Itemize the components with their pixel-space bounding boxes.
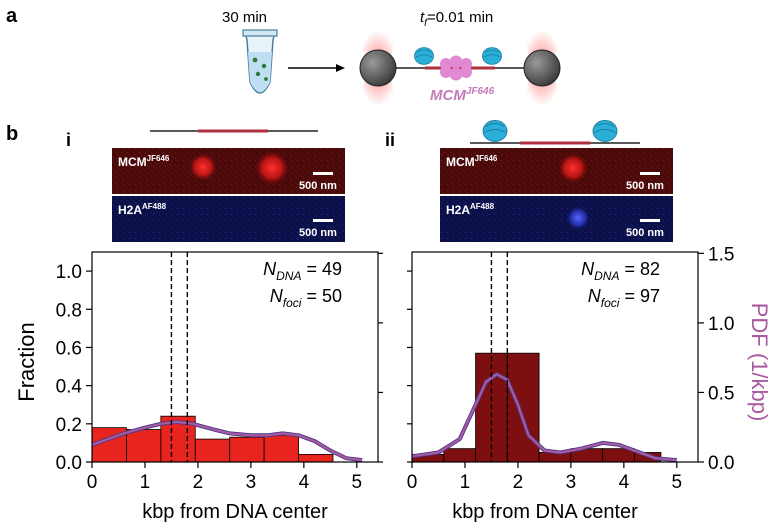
histogram-bar <box>229 436 265 463</box>
y-tick-label: 0.4 <box>56 377 83 398</box>
y-tick-label: 0.8 <box>56 300 82 321</box>
plot-frame <box>91 251 379 463</box>
scale-bar <box>640 219 660 222</box>
svg-text:H2AAF488: H2AAF488 <box>118 202 167 217</box>
svg-text:MCMJF646: MCMJF646 <box>446 154 498 169</box>
x-tick-label: 1 <box>140 472 151 493</box>
scale-bar <box>313 172 333 175</box>
x-tick-label: 3 <box>246 472 257 493</box>
pdf-curve-outline <box>411 372 677 463</box>
histogram-bar <box>263 434 299 463</box>
x-tick-label: 0 <box>407 472 418 493</box>
x-axis-title-ii: kbp from DNA center <box>452 501 638 523</box>
y-tick-label: 1.0 <box>56 262 82 283</box>
scale-bar <box>313 219 333 222</box>
micrograph-ii-h2a: H2AAF488 500 nm <box>440 196 673 242</box>
subpanel-ii-label: ii <box>385 130 395 150</box>
scale-bar <box>640 172 660 175</box>
svg-text:500 nm: 500 nm <box>299 180 337 192</box>
micrograph-i-h2a: H2AAF488 500 nm <box>112 196 345 242</box>
histogram-bar <box>506 352 540 463</box>
panel-b-label: b <box>6 123 18 145</box>
histogram-bar <box>538 452 572 463</box>
panel-a-label: a <box>6 5 18 27</box>
nucleosome-icon <box>482 120 508 142</box>
nucleosome-icon <box>592 120 618 142</box>
histogram-bar <box>126 429 162 463</box>
svg-text:500 nm: 500 nm <box>626 180 664 192</box>
mcm-blob <box>440 55 472 81</box>
tube-icon <box>242 29 278 94</box>
n-dna-ii: NDNA = 82 <box>581 259 660 283</box>
dna-schematic-ii <box>470 120 640 145</box>
tf-label: tf=0.01 min <box>420 9 493 29</box>
histogram-chart-ii: 0 1 2 3 4 5 0.0 0.5 1.0 1.5 <box>407 244 735 493</box>
y-axis-title: Fraction <box>14 322 39 401</box>
x-tick-label: 5 <box>672 472 683 493</box>
stats-i: NDNA = 49 Nfoci = 50 <box>263 259 342 310</box>
x-tick-label: 3 <box>566 472 577 493</box>
n-dna-i: NDNA = 49 <box>263 259 342 283</box>
pdf-curve <box>411 373 677 462</box>
y-tick-label: 0.6 <box>56 338 82 359</box>
pdf-curve <box>91 420 363 462</box>
x-tick-label: 4 <box>619 472 630 493</box>
x-tick-label: 4 <box>299 472 310 493</box>
x-axis-title-i: kbp from DNA center <box>142 501 328 523</box>
histogram-bar <box>443 448 476 463</box>
x-tick-label: 2 <box>193 472 204 493</box>
nucleosome-icon <box>414 47 434 65</box>
subpanel-i-label: i <box>66 130 71 150</box>
y-tick-label: 0.0 <box>56 453 82 474</box>
n-foci-i: Nfoci = 50 <box>270 286 342 310</box>
y2-tick-label: 1.0 <box>708 314 734 335</box>
x-tick-label: 2 <box>513 472 524 493</box>
histogram-bar <box>194 438 231 463</box>
histogram-bar <box>298 453 334 463</box>
stats-ii: NDNA = 82 Nfoci = 97 <box>581 259 660 310</box>
micrograph-i-mcm: MCMJF646 500 nm <box>112 148 345 194</box>
histogram-chart-i: 0 1 2 3 4 5 0.0 0.2 0.4 0.6 0.8 1.0 <box>56 251 383 493</box>
svg-text:H2AAF488: H2AAF488 <box>446 202 495 217</box>
plot-frame <box>411 251 699 463</box>
y-tick-label: 0.2 <box>56 415 82 436</box>
n-foci-ii: Nfoci = 97 <box>588 286 660 310</box>
time-label: 30 min <box>222 9 267 26</box>
y2-tick-label: 0.0 <box>708 453 734 474</box>
y2-tick-label: 1.5 <box>708 244 734 265</box>
x-tick-label: 0 <box>87 472 98 493</box>
svg-text:500 nm: 500 nm <box>626 227 664 239</box>
x-tick-label: 1 <box>460 472 471 493</box>
mcm-jf646-label: MCMJF646 <box>430 86 495 104</box>
svg-text:500 nm: 500 nm <box>299 227 337 239</box>
x-tick-label: 5 <box>352 472 363 493</box>
arrow-icon <box>288 64 345 72</box>
nucleosome-icon <box>482 47 502 65</box>
optical-trap-diagram <box>358 30 562 106</box>
svg-text:MCMJF646: MCMJF646 <box>118 154 170 169</box>
micrograph-ii-mcm: MCMJF646 500 nm <box>440 148 673 194</box>
y2-axis-title: PDF (1/kbp) <box>747 303 768 422</box>
y2-tick-label: 0.5 <box>708 383 734 404</box>
